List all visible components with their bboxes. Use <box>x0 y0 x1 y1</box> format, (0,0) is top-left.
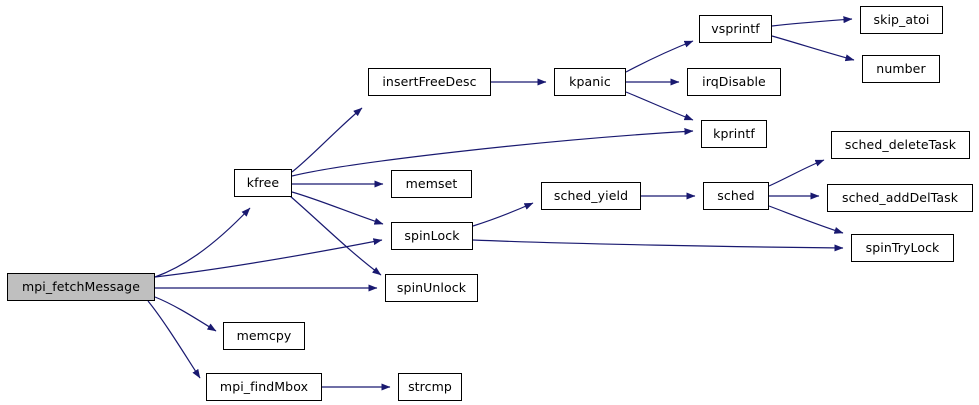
graph-node-sched_yield[interactable]: sched_yield <box>541 182 641 210</box>
graph-node-sched[interactable]: sched <box>703 182 769 210</box>
graph-node-memcpy[interactable]: memcpy <box>223 322 305 350</box>
graph-node-label: spinUnlock <box>396 279 467 295</box>
graph-edge-sched-to-sched_deleteTask <box>768 159 825 187</box>
graph-node-label: kpanic <box>569 73 611 89</box>
graph-edge-kpanic-to-vsprintf <box>625 40 694 73</box>
graph-node-label: kfree <box>246 174 280 190</box>
graph-node-spinLock[interactable]: spinLock <box>391 222 473 250</box>
graph-edge-kfree-to-kprintf <box>291 128 694 177</box>
graph-node-label: number <box>876 60 926 76</box>
graph-node-label: skip_atoi <box>873 11 930 27</box>
graph-edge-mpi_fetchMessage-to-spinLock <box>154 238 383 278</box>
graph-node-skip_atoi[interactable]: skip_atoi <box>860 6 943 34</box>
graph-node-label: memset <box>405 175 458 191</box>
graph-node-kpanic[interactable]: kpanic <box>554 68 626 96</box>
graph-node-memset[interactable]: memset <box>391 170 472 198</box>
graph-node-kprintf[interactable]: kprintf <box>701 120 767 148</box>
graph-edge-vsprintf-to-number <box>771 35 855 62</box>
graph-node-label: spinLock <box>404 227 460 243</box>
graph-edge-spinLock-to-spinTryLock <box>472 239 844 252</box>
graph-edge-kfree-to-insertFreeDesc <box>291 107 363 173</box>
graph-node-label: sched_addDelTask <box>841 189 959 205</box>
graph-node-spinTryLock[interactable]: spinTryLock <box>851 234 954 262</box>
graph-node-spinUnlock[interactable]: spinUnlock <box>385 274 478 302</box>
graph-node-kfree[interactable]: kfree <box>234 169 292 197</box>
graph-node-label: spinTryLock <box>865 239 940 255</box>
graph-edge-kfree-to-spinUnlock <box>289 195 382 276</box>
graph-node-sched_addDelTask[interactable]: sched_addDelTask <box>827 184 973 212</box>
graph-edge-mpi_fetchMessage-to-kfree <box>154 207 251 278</box>
graph-node-label: sched_yield <box>553 187 629 203</box>
graph-node-label: irqDisable <box>702 73 766 89</box>
graph-edge-kpanic-to-kprintf <box>625 91 694 121</box>
graph-node-label: sched <box>717 187 755 203</box>
graph-node-number[interactable]: number <box>862 55 940 83</box>
graph-node-label: sched_deleteTask <box>844 136 957 152</box>
graph-node-label: kprintf <box>713 125 755 141</box>
graph-edge-spinLock-to-sched_yield <box>472 202 534 227</box>
graph-edge-kfree-to-spinLock <box>291 191 384 225</box>
graph-node-label: strcmp <box>408 378 452 394</box>
graph-node-label: insertFreeDesc <box>382 73 477 89</box>
graph-node-label: mpi_fetchMessage <box>21 278 140 294</box>
graph-node-mpi_fetchMessage[interactable]: mpi_fetchMessage <box>7 273 155 301</box>
graph-node-label: mpi_findMbox <box>219 378 309 394</box>
graph-edge-mpi_fetchMessage-to-memcpy <box>154 296 217 332</box>
graph-edge-mpi_fetchMessage-to-mpi_findMbox <box>147 300 201 379</box>
graph-node-label: vsprintf <box>711 20 760 36</box>
graph-node-irqDisable[interactable]: irqDisable <box>687 68 781 96</box>
graph-node-insertFreeDesc[interactable]: insertFreeDesc <box>368 68 491 96</box>
graph-node-vsprintf[interactable]: vsprintf <box>699 15 772 43</box>
graph-node-sched_deleteTask[interactable]: sched_deleteTask <box>831 131 970 159</box>
graph-node-strcmp[interactable]: strcmp <box>398 373 462 401</box>
graph-node-label: memcpy <box>236 327 292 343</box>
graph-edge-vsprintf-to-skip_atoi <box>771 16 853 27</box>
graph-node-mpi_findMbox[interactable]: mpi_findMbox <box>206 373 322 401</box>
